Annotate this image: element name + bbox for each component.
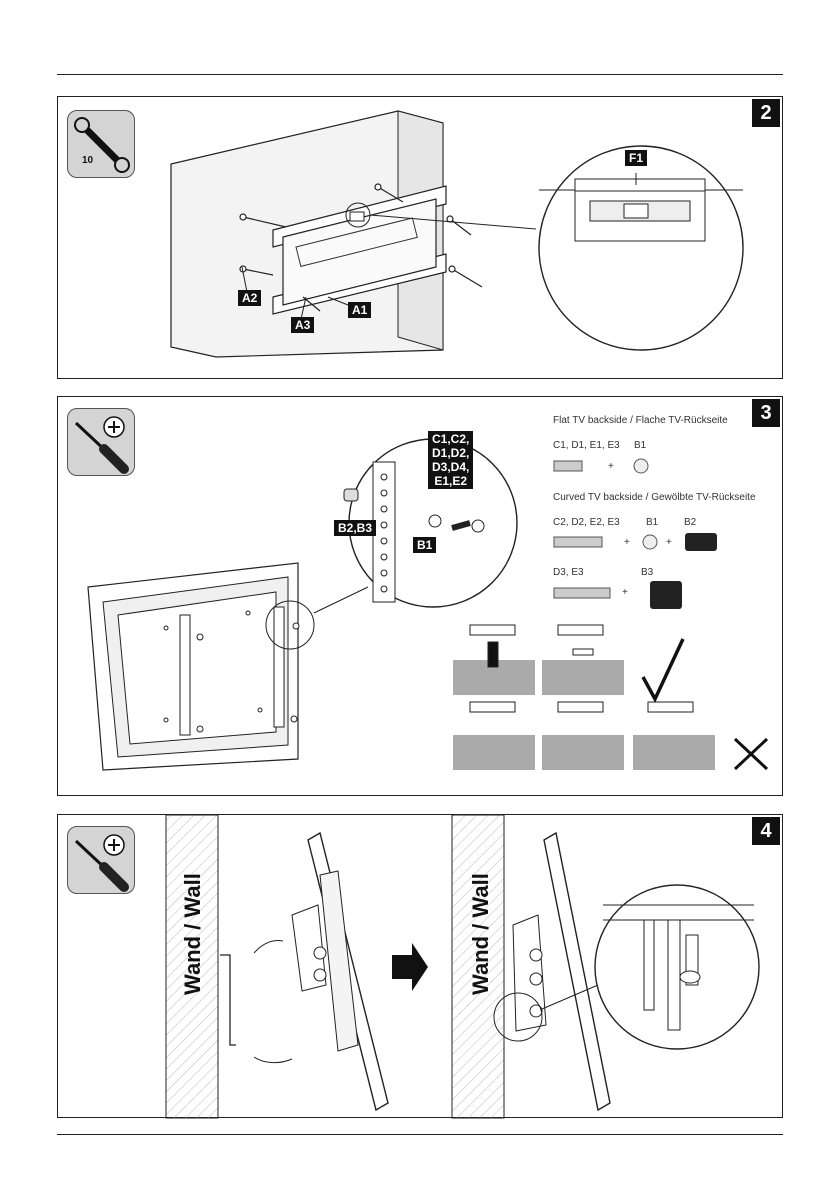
part-label-c-d-e: C1,C2, D1,D2, D3,D4, E1,E2 xyxy=(428,431,473,489)
flat-right: B1 xyxy=(634,440,646,451)
part-label-b2b3: B2,B3 xyxy=(334,520,376,536)
plus-sign: + xyxy=(666,537,672,548)
curved-row2-right: B3 xyxy=(641,567,653,578)
curved-title: Curved TV backside / Gewölbte TV-Rücksei… xyxy=(553,492,756,503)
flat-left: C1, D1, E1, E3 xyxy=(553,440,620,451)
step-4-panel: 4 xyxy=(57,814,783,1118)
part-label-a3: A3 xyxy=(291,317,314,333)
part-label-a1: A1 xyxy=(348,302,371,318)
curved-row1-right: B2 xyxy=(684,517,696,528)
curved-row1-mid: B1 xyxy=(646,517,658,528)
curved-row1-left: C2, D2, E2, E3 xyxy=(553,517,620,528)
check-mark xyxy=(643,639,683,699)
plus-sign: + xyxy=(622,587,628,598)
curved-row2-left: D3, E3 xyxy=(553,567,584,578)
part-label-a2: A2 xyxy=(238,290,261,306)
plus-sign: + xyxy=(624,537,630,548)
plus-sign: + xyxy=(608,461,614,472)
wall-label: Wand / Wall xyxy=(468,873,494,995)
tv-backside-illustration xyxy=(58,397,784,797)
hanging-illustration xyxy=(58,815,784,1119)
part-label-b1: B1 xyxy=(413,537,436,553)
part-label-f1: F1 xyxy=(625,150,647,166)
right-arrow-icon xyxy=(392,943,428,991)
flat-title: Flat TV backside / Flache TV-Rückseite xyxy=(553,415,728,426)
top-rule xyxy=(57,74,783,75)
wall-bracket-illustration xyxy=(58,97,784,380)
wall-label: Wand / Wall xyxy=(180,873,206,995)
step-3-panel: 3 xyxy=(57,396,783,796)
bottom-rule xyxy=(57,1134,783,1135)
cross-mark xyxy=(735,739,767,769)
step-2-panel: 2 10 xyxy=(57,96,783,379)
